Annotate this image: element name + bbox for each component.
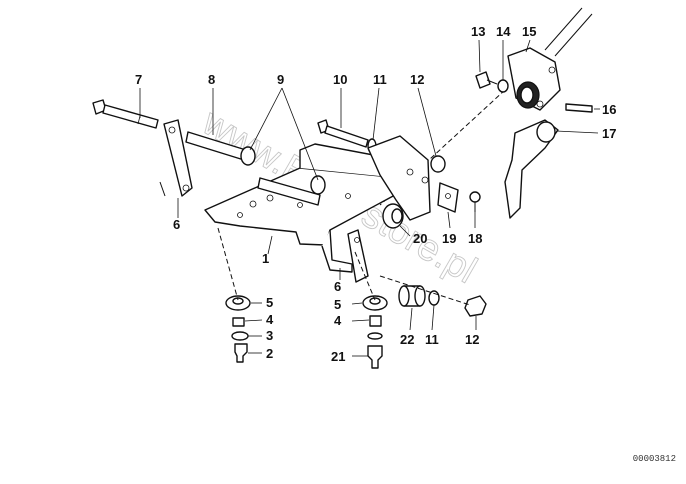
control-rod xyxy=(379,7,593,206)
link-plate-left xyxy=(159,119,193,197)
callout-5: 5 xyxy=(266,295,273,310)
lever-15 xyxy=(507,47,561,111)
main-bracket xyxy=(204,143,401,273)
shaft xyxy=(185,131,326,206)
washer-14 xyxy=(497,79,509,93)
callout-5: 5 xyxy=(334,297,341,312)
callout-6: 6 xyxy=(173,217,180,232)
callout-8: 8 xyxy=(208,72,215,87)
mount-stack-center xyxy=(362,295,388,369)
bushing-22 xyxy=(398,285,426,307)
callout-12: 12 xyxy=(410,72,424,87)
callout-2: 2 xyxy=(266,346,273,361)
callout-12: 12 xyxy=(465,332,479,347)
callout-4: 4 xyxy=(334,313,342,328)
mount-stack-left xyxy=(225,295,251,363)
callout-14: 14 xyxy=(496,24,511,39)
callout-7: 7 xyxy=(135,72,142,87)
nut-12-lower xyxy=(464,295,487,317)
callout-22: 22 xyxy=(400,332,414,347)
right-bracket xyxy=(367,135,446,221)
link-plate-center xyxy=(347,229,369,283)
callout-labels: 1 2 3 4 4 5 5 6 6 7 8 9 10 11 11 12 12 1… xyxy=(135,24,616,364)
callout-18: 18 xyxy=(468,231,482,246)
callout-3: 3 xyxy=(266,328,273,343)
callout-6: 6 xyxy=(334,279,341,294)
callout-9: 9 xyxy=(277,72,284,87)
screw-18 xyxy=(469,191,481,212)
callout-20: 20 xyxy=(413,231,427,246)
leader-lines xyxy=(139,39,600,357)
callout-10: 10 xyxy=(333,72,347,87)
callout-16: 16 xyxy=(602,102,616,117)
callout-19: 19 xyxy=(442,231,456,246)
diagram-number: 00003812 xyxy=(632,454,676,464)
bushing-20 xyxy=(382,203,404,229)
callout-11: 11 xyxy=(425,332,439,347)
bolt-7 xyxy=(92,99,159,129)
callout-4: 4 xyxy=(266,312,274,327)
callout-1: 1 xyxy=(262,251,269,266)
screw-16 xyxy=(565,103,593,113)
callout-15: 15 xyxy=(522,24,536,39)
callout-11: 11 xyxy=(373,72,387,87)
callout-13: 13 xyxy=(471,24,485,39)
callout-21: 21 xyxy=(331,349,345,364)
screw-13 xyxy=(475,71,498,89)
callout-17: 17 xyxy=(602,126,616,141)
assembly-lines xyxy=(217,227,471,306)
arm-17 xyxy=(504,119,559,219)
clip-19 xyxy=(437,182,459,213)
